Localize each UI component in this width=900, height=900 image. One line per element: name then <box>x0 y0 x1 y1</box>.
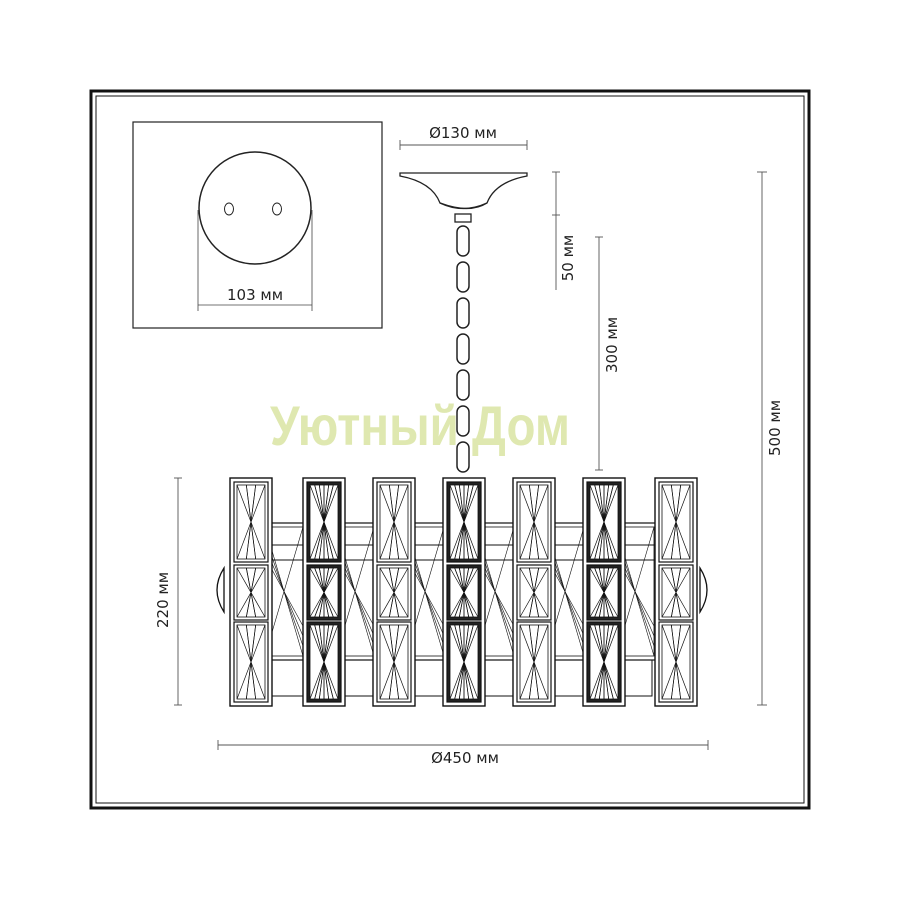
chain <box>456 225 470 473</box>
tall-crystal-column <box>654 477 698 707</box>
shade-height-label: 220 мм <box>154 572 172 628</box>
crystal <box>306 564 342 621</box>
mount-spacing-label: 103 мм <box>227 286 283 304</box>
ceiling-canopy <box>399 172 528 223</box>
crystal <box>376 621 412 703</box>
svg-text:Уютный Дом: Уютный Дом <box>270 394 570 457</box>
ceiling-plate-diameter-label: Ø130 мм <box>429 124 497 142</box>
canopy-height-label: 50 мм <box>559 235 577 282</box>
crystal <box>376 481 412 563</box>
tall-crystal-column <box>229 477 273 707</box>
side-ornament <box>216 565 225 615</box>
crystal <box>306 621 342 703</box>
crystal <box>233 621 269 703</box>
crystal <box>306 481 342 563</box>
crystal <box>233 481 269 563</box>
tall-crystal-column <box>302 477 346 707</box>
side-ornament <box>699 565 708 615</box>
chain-link <box>456 369 470 401</box>
tall-crystal-column <box>442 477 486 707</box>
chain-link <box>456 333 470 365</box>
crystal <box>446 481 482 563</box>
crystal <box>586 621 622 703</box>
crystal <box>516 564 552 621</box>
crystal <box>586 481 622 563</box>
crystal <box>376 564 412 621</box>
total-height-label: 500 мм <box>766 400 784 456</box>
crystal <box>516 481 552 563</box>
chain-length-label: 300 мм <box>603 317 621 373</box>
shade-diameter-label: Ø450 мм <box>431 749 499 767</box>
crystal <box>658 621 694 703</box>
screw-hole <box>272 202 282 216</box>
crystal <box>516 621 552 703</box>
mounting-plate <box>198 151 312 265</box>
watermark: Уютный Дом <box>270 394 570 457</box>
chain-link <box>456 297 470 329</box>
tall-crystal-column <box>372 477 416 707</box>
crystal <box>446 564 482 621</box>
screw-hole <box>224 202 234 216</box>
crystal <box>658 564 694 621</box>
crystal <box>446 621 482 703</box>
inner-frame <box>95 95 805 804</box>
crystal <box>233 564 269 621</box>
crystal-shade <box>216 477 708 707</box>
chain-link <box>456 225 470 257</box>
tall-crystal-column <box>582 477 626 707</box>
crystal <box>658 481 694 563</box>
chain-link <box>456 405 470 437</box>
chain-link <box>456 261 470 293</box>
dimension-lines <box>174 140 767 750</box>
chain-link <box>456 441 470 473</box>
tall-crystal-column <box>512 477 556 707</box>
crystal <box>586 564 622 621</box>
mounting-plate-inset: 103 мм <box>132 121 383 329</box>
outer-frame <box>89 89 811 810</box>
